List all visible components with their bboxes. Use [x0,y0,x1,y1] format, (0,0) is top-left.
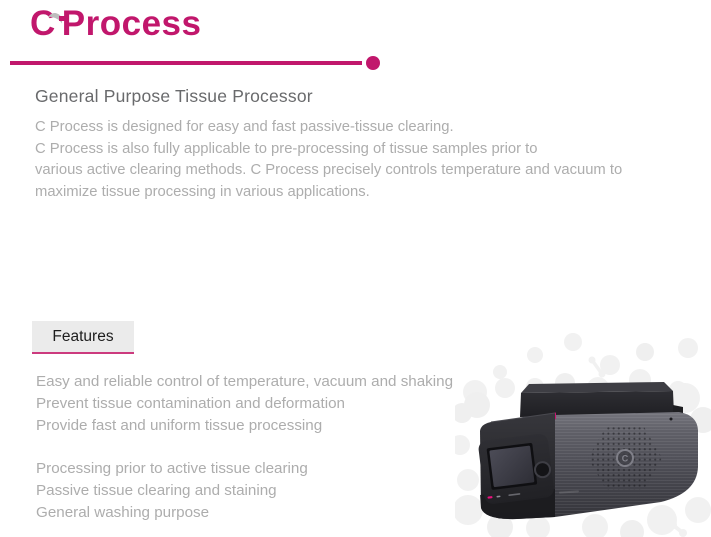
device-label-marking [508,493,521,497]
product-subtitle: General Purpose Tissue Processor [35,86,313,106]
device-power-button [534,461,552,479]
divider-end-dot-icon [366,56,380,70]
feature-item: Prevent tissue contamination and deforma… [36,395,345,412]
device-photo: C [455,327,711,537]
feature-item: Provide fast and uniform tissue processi… [36,417,323,434]
intro-line: maximize tissue processing in various ap… [35,183,370,200]
logo-letter-c: C [30,4,65,44]
device-marking [496,495,501,498]
features-tab[interactable]: Features [32,321,134,354]
feature-item: Easy and reliable control of temperature… [36,373,454,390]
feature-item: Processing prior to active tissue cleari… [36,460,308,477]
intro-line: C Process is also fully applicable to pr… [35,140,538,157]
device-vent: C [588,426,662,490]
divider-line [10,56,380,70]
feature-list-primary: Easy and reliable control of temperature… [36,371,453,437]
feature-list-applications: Processing prior to active tissue cleari… [36,458,308,524]
device-led-indicator [487,496,493,499]
intro-paragraph: C Process is designed for easy and fast … [35,117,622,203]
logo-wordmark: Process [58,4,202,43]
intro-line: various active clearing methods. C Proce… [35,162,623,178]
device-screen [489,445,535,488]
device-side-logo: C [622,454,629,464]
intro-line: C Process is designed for easy and fast … [35,119,454,135]
feature-item: General washing purpose [36,504,210,521]
feature-item: Passive tissue clearing and staining [36,482,277,499]
device-lid [520,382,683,417]
